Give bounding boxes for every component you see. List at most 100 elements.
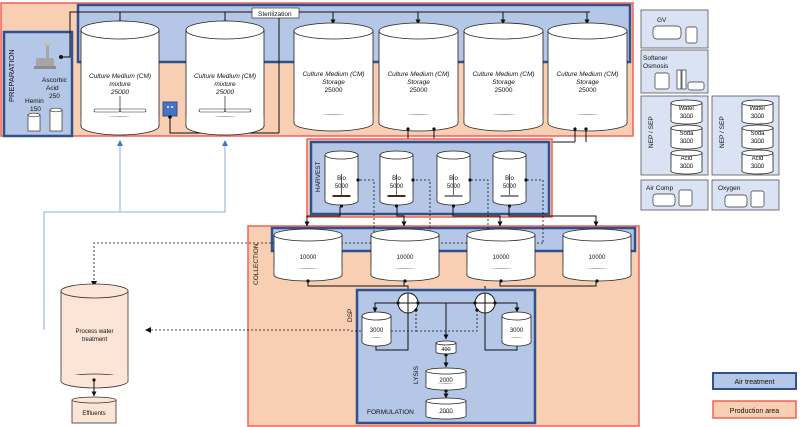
legend-air-treatment: Air treatment — [712, 372, 797, 390]
svg-text:Air Comp: Air Comp — [646, 185, 673, 192]
preparation-title: PREPARATION — [7, 49, 16, 102]
svg-text:Acid: Acid — [752, 156, 764, 162]
svg-text:Process water: Process water — [75, 329, 113, 335]
formulation-title: FORMULATION — [367, 409, 414, 416]
svg-text:Storage: Storage — [492, 79, 515, 86]
svg-text:25000: 25000 — [409, 87, 427, 94]
dsp-tank-right: 3000 — [501, 311, 532, 347]
svg-text:25000: 25000 — [494, 87, 512, 94]
svg-text:3000: 3000 — [510, 328, 524, 334]
dsp-tank-left: 3000 — [361, 311, 392, 347]
utility-gv: GV — [640, 9, 709, 49]
svg-text:treatment: treatment — [82, 337, 108, 343]
svg-text:GV: GV — [657, 17, 667, 24]
svg-text:Soda: Soda — [750, 131, 765, 137]
impeller-icon — [93, 108, 121, 113]
collection-title: COLLECTION — [253, 243, 260, 285]
impeller-icon — [444, 195, 463, 197]
lysis-tank: 2000 — [425, 367, 467, 391]
effluents-tank: Effluents — [71, 396, 117, 424]
svg-text:Ascorbic: Ascorbic — [42, 77, 68, 84]
preparation-area: PREPARATION Ascorbic Acid 250 Hemin 150 — [2, 30, 74, 138]
svg-text:Acid: Acid — [46, 85, 59, 92]
utility-oxygen: Oxygen — [711, 179, 780, 211]
centrifuge-left — [397, 292, 419, 314]
svg-text:Acid: Acid — [681, 156, 693, 162]
collection-tank: 10000 — [370, 228, 440, 283]
svg-text:25000: 25000 — [578, 87, 596, 94]
svg-text:3000: 3000 — [680, 139, 694, 145]
svg-text:10000: 10000 — [589, 255, 606, 261]
svg-text:3000: 3000 — [680, 114, 694, 120]
utility-air-comp: Air Comp — [640, 179, 709, 211]
svg-text:3000: 3000 — [751, 139, 765, 145]
svg-text:Osmosis: Osmosis — [643, 63, 669, 70]
svg-text:Water: Water — [750, 106, 766, 112]
svg-text:Storage: Storage — [576, 79, 599, 86]
impeller-icon — [387, 195, 406, 197]
impeller-icon — [198, 108, 226, 113]
dsp-title: DSP — [347, 309, 354, 322]
recycle-lines — [43, 140, 228, 330]
svg-text:Soda: Soda — [679, 131, 694, 137]
cip-tank: Water 3000 — [741, 99, 774, 125]
svg-text:Sterilization: Sterilization — [258, 11, 292, 18]
svg-text:NEP / SEP: NEP / SEP — [719, 116, 726, 148]
ascorbic-acid-tank — [49, 107, 63, 132]
cip-tank: Soda 3000 — [741, 124, 774, 150]
air-treatment-collection — [270, 226, 637, 253]
harvest-title: HARVEST — [315, 161, 322, 192]
svg-text:2000: 2000 — [439, 409, 453, 415]
legend-production-area: Production area — [712, 400, 797, 419]
lysis-title: LYSIS — [413, 365, 420, 384]
svg-text:mixture: mixture — [214, 81, 236, 88]
svg-text:Culture Medium (CM): Culture Medium (CM) — [472, 71, 534, 78]
scale-icon — [34, 43, 56, 69]
utility-softener: Softener Osmosis — [640, 49, 709, 94]
sterilization-box: Sterilization — [251, 7, 300, 19]
svg-text:2000: 2000 — [439, 378, 453, 384]
svg-text:250: 250 — [49, 93, 60, 100]
svg-text:10000: 10000 — [300, 255, 317, 261]
svg-text:3000: 3000 — [370, 328, 384, 334]
svg-text:3000: 3000 — [751, 114, 765, 120]
svg-text:25000: 25000 — [110, 89, 129, 96]
svg-text:Water: Water — [679, 106, 695, 112]
svg-text:Culture Medium (CM): Culture Medium (CM) — [302, 71, 364, 78]
impeller-icon — [332, 195, 351, 197]
svg-text:Oxygen: Oxygen — [718, 185, 741, 192]
svg-text:NEP / SEP: NEP / SEP — [648, 116, 655, 148]
svg-text:Softener: Softener — [643, 55, 668, 62]
svg-text:Culture Medium (CM): Culture Medium (CM) — [556, 71, 618, 78]
svg-text:150: 150 — [30, 106, 41, 113]
process-water-tank: Process water treatment — [60, 283, 129, 389]
svg-text:Culture Medium (CM): Culture Medium (CM) — [387, 71, 449, 78]
collection-tank: 10000 — [562, 228, 632, 283]
pump-icon — [162, 101, 178, 119]
svg-text:Production area: Production area — [730, 408, 780, 415]
svg-text:Effluents: Effluents — [82, 411, 105, 417]
svg-text:25000: 25000 — [324, 87, 342, 94]
cip-tank: Water 3000 — [670, 99, 703, 125]
svg-text:25000: 25000 — [215, 89, 234, 96]
formulation-tank: 2000 — [425, 397, 467, 420]
svg-text:Culture Medium (CM): Culture Medium (CM) — [194, 73, 256, 80]
collection-tank: 10000 — [273, 228, 343, 283]
svg-text:400: 400 — [441, 347, 450, 353]
svg-text:3000: 3000 — [680, 164, 694, 170]
svg-text:10000: 10000 — [493, 255, 510, 261]
svg-text:Storage: Storage — [407, 79, 430, 86]
svg-text:Culture Medium (CM): Culture Medium (CM) — [89, 73, 151, 80]
svg-text:10000: 10000 — [397, 255, 414, 261]
